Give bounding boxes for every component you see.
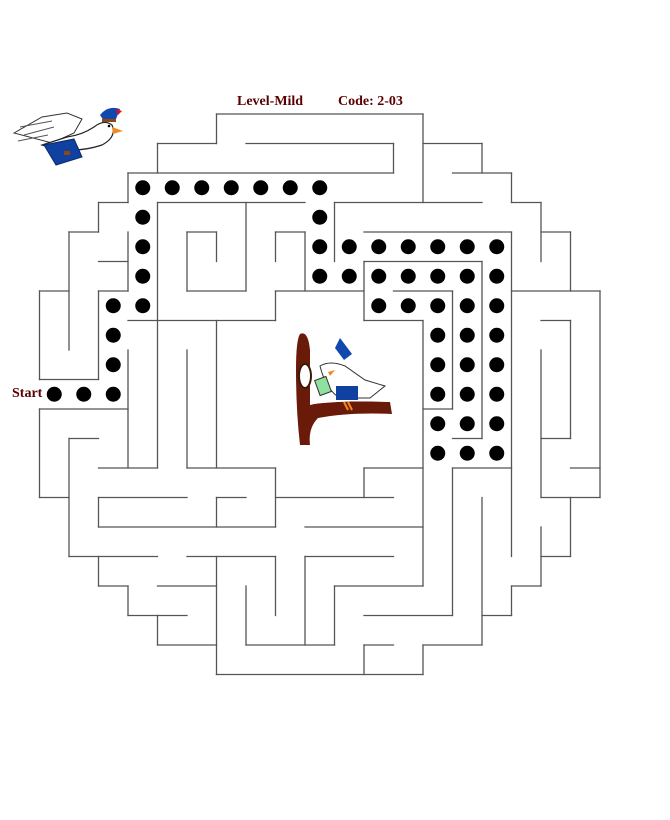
path-dot [312,268,328,284]
path-dot [459,386,475,402]
solution-path-dots [46,180,505,461]
path-dot [371,298,387,314]
path-dot [135,209,151,225]
path-dot [105,357,121,373]
level-label: Level-Mild [237,94,304,109]
path-dot [459,357,475,373]
path-dot [430,268,446,284]
path-dot [459,239,475,255]
path-dot [253,180,269,196]
path-dot [371,268,387,284]
path-dot [312,209,328,225]
path-dot [459,327,475,343]
path-dot [371,239,387,255]
path-dot [430,416,446,432]
path-dot [164,180,180,196]
path-dot [135,180,151,196]
path-dot [312,180,328,196]
path-dot [282,180,298,196]
path-dot [105,327,121,343]
path-dot [430,298,446,314]
path-dot [223,180,239,196]
path-dot [489,357,505,373]
path-dot [400,268,416,284]
path-dot [341,239,357,255]
path-dot [489,386,505,402]
path-dot [489,416,505,432]
path-dot [430,239,446,255]
bird-on-branch-icon [296,333,392,445]
code-label: Code: 2-03 [338,94,403,109]
path-dot [459,298,475,314]
start-label: Start [12,386,43,401]
path-dot [46,386,62,402]
path-dot [400,239,416,255]
mail-pigeon-icon [12,107,123,166]
path-dot [459,416,475,432]
path-dot [400,298,416,314]
path-dot [489,298,505,314]
path-dot [489,445,505,461]
path-dot [430,327,446,343]
path-dot [489,239,505,255]
maze-walls [38,113,601,676]
path-dot [312,239,328,255]
path-dot [430,445,446,461]
path-dot [194,180,210,196]
path-dot [341,268,357,284]
path-dot [135,268,151,284]
path-dot [135,239,151,255]
path-dot [459,268,475,284]
path-dot [76,386,92,402]
path-dot [430,386,446,402]
path-dot [430,357,446,373]
path-dot [489,268,505,284]
path-dot [135,298,151,314]
path-dot [459,445,475,461]
path-dot [105,298,121,314]
path-dot [489,327,505,343]
path-dot [105,386,121,402]
